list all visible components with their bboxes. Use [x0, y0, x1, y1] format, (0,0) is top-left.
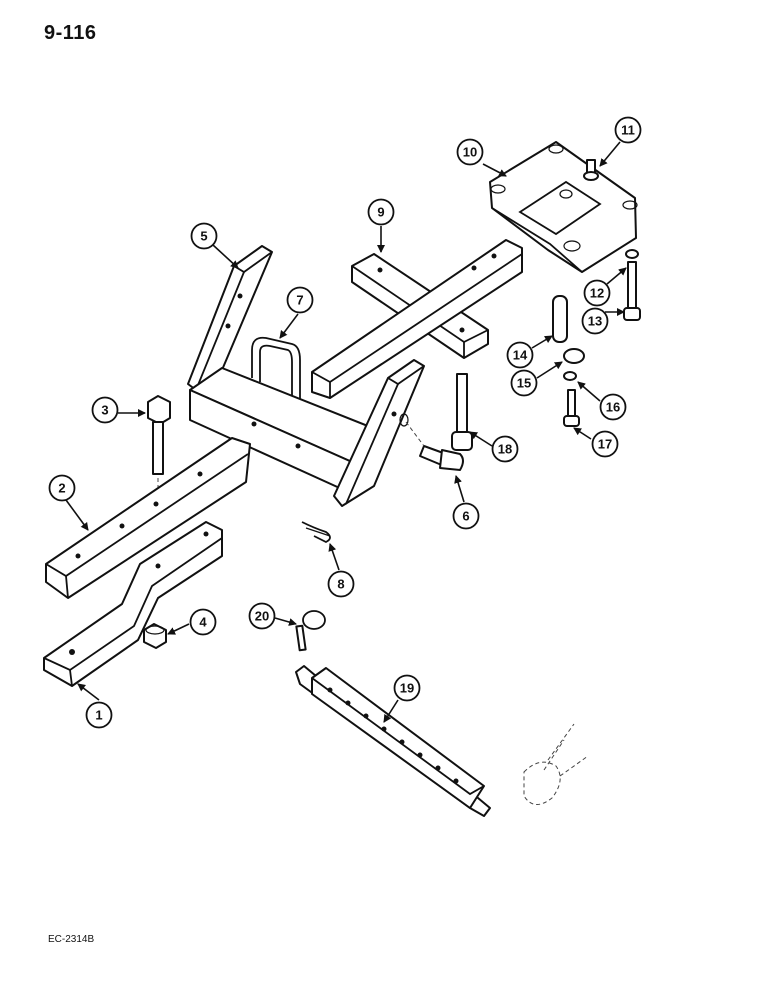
reference-outline	[523, 723, 589, 805]
callout-7: 7	[286, 286, 314, 314]
svg-text:17: 17	[598, 437, 612, 452]
figure-code: EC-2314B	[48, 934, 95, 945]
callout-3: 3	[91, 396, 119, 424]
part-14-pin	[552, 295, 568, 343]
svg-text:12: 12	[590, 286, 604, 301]
callout-17: 17	[591, 430, 619, 458]
part-20-ring-pin	[295, 610, 326, 652]
part-12-washer	[625, 249, 639, 259]
callout-14: 14	[506, 341, 534, 369]
svg-text:8: 8	[337, 577, 344, 592]
part-17-bolt	[563, 389, 580, 427]
part-3-bolt	[147, 395, 171, 520]
svg-text:18: 18	[498, 442, 512, 457]
svg-text:9: 9	[377, 205, 384, 220]
part-19-extension-bar	[295, 665, 491, 817]
callout-2: 2	[48, 474, 76, 502]
callout-18: 18	[491, 435, 519, 463]
callout-9: 9	[367, 198, 395, 226]
callout-5: 5	[190, 222, 218, 250]
part-6-bolt	[405, 421, 464, 471]
svg-text:5: 5	[200, 229, 207, 244]
callout-8: 8	[327, 570, 355, 598]
svg-text:7: 7	[296, 293, 303, 308]
part-8-clip	[301, 521, 331, 544]
callout-20: 20	[248, 602, 276, 630]
part-15-bushing	[563, 348, 585, 364]
callout-15: 15	[510, 369, 538, 397]
part-10-bracket	[489, 141, 638, 273]
svg-text:2: 2	[58, 481, 65, 496]
part-2-plate	[45, 437, 251, 599]
callout-11: 11	[614, 116, 642, 144]
callout-12: 12	[583, 279, 611, 307]
svg-text:13: 13	[588, 314, 602, 329]
part-1-drawbar	[43, 521, 223, 687]
svg-text:6: 6	[462, 509, 469, 524]
callout-6: 6	[452, 502, 480, 530]
part-13-bolt	[623, 261, 641, 321]
leader-lines	[65, 141, 627, 723]
callout-1: 1	[85, 701, 113, 729]
svg-text:3: 3	[101, 403, 108, 418]
svg-text:15: 15	[517, 376, 531, 391]
callout-19: 19	[393, 674, 421, 702]
svg-text:14: 14	[513, 348, 528, 363]
part-11-stud	[583, 159, 599, 181]
part-18-bolt	[451, 373, 473, 451]
svg-text:11: 11	[621, 123, 635, 138]
svg-text:19: 19	[400, 681, 414, 696]
svg-text:1: 1	[95, 708, 102, 723]
callout-16: 16	[599, 393, 627, 421]
part-16-lockwasher	[563, 371, 577, 381]
part-4-nut	[143, 623, 167, 649]
svg-text:4: 4	[199, 615, 207, 630]
svg-text:10: 10	[463, 145, 477, 160]
main-drawbar-rear	[311, 239, 523, 399]
svg-text:20: 20	[255, 609, 269, 624]
callout-10: 10	[456, 138, 484, 166]
part-7-u-bolt	[251, 336, 301, 410]
callout-13: 13	[581, 307, 609, 335]
page-number: 9-116	[44, 22, 97, 44]
right-side-plate	[333, 359, 425, 507]
cross-beam	[189, 367, 389, 491]
callout-4: 4	[189, 608, 217, 636]
svg-text:16: 16	[606, 400, 620, 415]
